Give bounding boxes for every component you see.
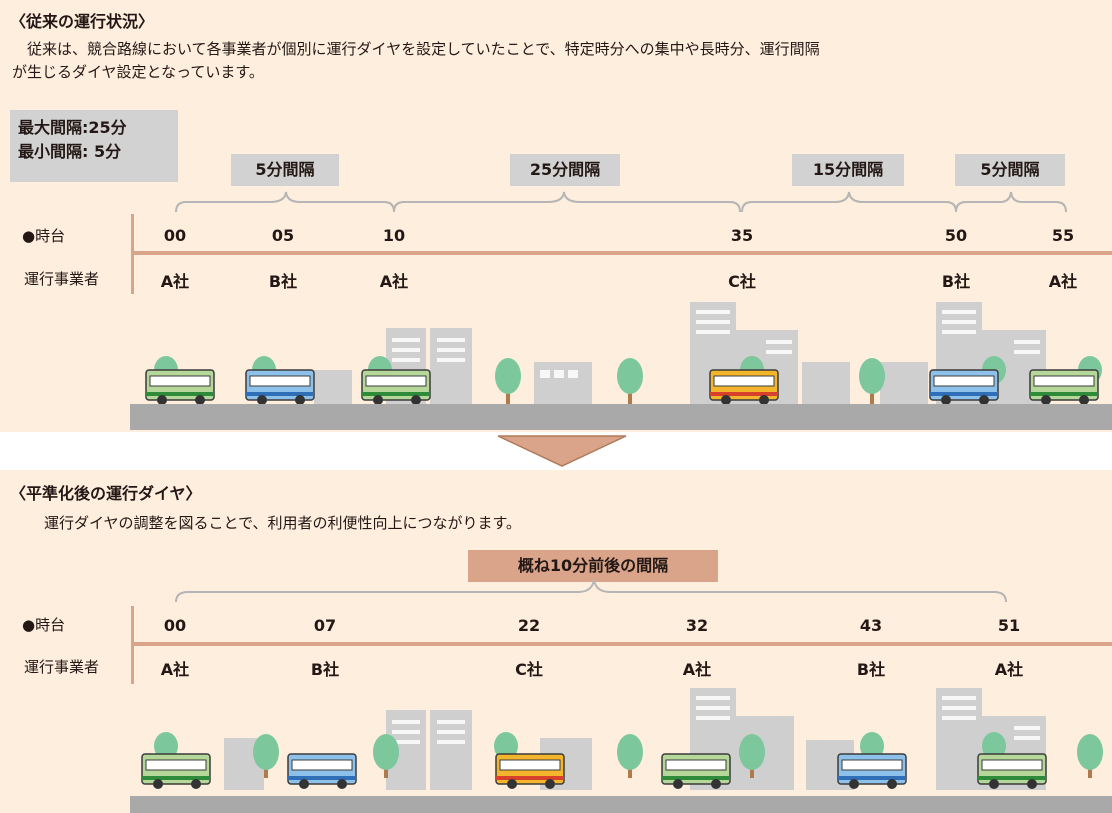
building bbox=[880, 362, 928, 404]
building bbox=[802, 362, 850, 404]
interval-braces bbox=[175, 191, 1067, 213]
departure-time: 43 bbox=[859, 616, 883, 635]
departure-operator: C社 bbox=[728, 272, 756, 291]
interval-tag-uniform: 概ね10分前後の間隔 bbox=[468, 550, 718, 582]
departure-time: 10 bbox=[382, 226, 406, 245]
trees bbox=[154, 732, 1103, 778]
max-interval-text: 最大間隔:25分 bbox=[18, 118, 127, 137]
street-scene-top bbox=[145, 302, 1102, 405]
bus-blue-2 bbox=[929, 369, 999, 405]
brace-interval-1 bbox=[175, 191, 395, 213]
departure-operator: A社 bbox=[160, 272, 190, 291]
brace-interval-2 bbox=[393, 191, 741, 213]
bus-green-1 bbox=[141, 753, 211, 789]
departure-time: 51 bbox=[997, 616, 1021, 635]
departure-operator: A社 bbox=[1048, 272, 1078, 291]
leveled-schedule-title: 〈平準化後の運行ダイヤ〉 bbox=[10, 484, 202, 503]
bus-blue-2 bbox=[837, 753, 907, 789]
departure-time: 35 bbox=[730, 226, 754, 245]
current-schedule-panel: 〈従来の運行状況〉 従来は、競合路線において各事業者が個別に運行ダイヤを設定して… bbox=[0, 0, 1112, 432]
departure-time: 32 bbox=[685, 616, 709, 635]
building bbox=[534, 362, 592, 404]
interval-brace-uniform bbox=[175, 579, 1007, 603]
departure-operator: A社 bbox=[160, 660, 190, 679]
operator-row-label: 運行事業者 bbox=[24, 270, 100, 288]
bus-green-2 bbox=[661, 753, 731, 789]
departure-operator: B社 bbox=[856, 660, 886, 679]
current-schedule-title: 〈従来の運行状況〉 bbox=[10, 12, 155, 31]
bus-green-1 bbox=[145, 369, 215, 405]
timeline-line bbox=[131, 642, 1112, 646]
departure-operator: B社 bbox=[941, 272, 971, 291]
bus-blue-1 bbox=[245, 369, 315, 405]
interval-info-box: 最大間隔:25分 最小間隔: 5分 bbox=[10, 110, 178, 182]
departure-time: 50 bbox=[944, 226, 968, 245]
brace-interval-4 bbox=[955, 191, 1067, 213]
departure-operator: B社 bbox=[310, 660, 340, 679]
bus-blue-1 bbox=[287, 753, 357, 789]
interval-tag-3: 15分間隔 bbox=[792, 154, 904, 186]
building bbox=[314, 370, 352, 404]
down-arrow-icon bbox=[497, 435, 627, 467]
brace-interval-3 bbox=[741, 191, 957, 213]
bus-green-2 bbox=[361, 369, 431, 405]
timeline-line bbox=[131, 251, 1112, 255]
bus-green-3 bbox=[977, 753, 1047, 789]
departure-operator: A社 bbox=[682, 660, 712, 679]
operator-row-label: 運行事業者 bbox=[24, 658, 100, 676]
departure-operator: A社 bbox=[994, 660, 1024, 679]
bus-green-3 bbox=[1029, 369, 1099, 405]
current-schedule-description: 従来は、競合路線において各事業者が個別に運行ダイヤを設定していたことで、特定時分… bbox=[12, 40, 820, 81]
departure-operator: C社 bbox=[515, 660, 543, 679]
building bbox=[936, 688, 982, 790]
street-scene-bottom bbox=[141, 688, 1103, 790]
departure-time: 07 bbox=[313, 616, 337, 635]
departure-time: 00 bbox=[163, 616, 187, 635]
departure-time: 55 bbox=[1051, 226, 1075, 245]
road-top bbox=[130, 404, 1112, 430]
interval-tag-2: 25分間隔 bbox=[510, 154, 620, 186]
departure-operator: A社 bbox=[379, 272, 409, 291]
time-row-label: ●時台 bbox=[22, 227, 66, 245]
departure-operator: B社 bbox=[268, 272, 298, 291]
leveled-schedule-description: 運行ダイヤの調整を図ることで、利用者の利便性向上につながります。 bbox=[44, 514, 522, 532]
bus-yellow-1 bbox=[709, 369, 779, 405]
departure-time: 00 bbox=[163, 226, 187, 245]
bus-yellow-1 bbox=[495, 753, 565, 789]
interval-tag-4: 5分間隔 bbox=[955, 154, 1065, 186]
road-bottom bbox=[130, 796, 1112, 813]
time-row-label: ●時台 bbox=[22, 616, 66, 634]
interval-tag-1: 5分間隔 bbox=[231, 154, 339, 186]
leveled-schedule-panel: 〈平準化後の運行ダイヤ〉 運行ダイヤの調整を図ることで、利用者の利便性向上につな… bbox=[0, 470, 1112, 813]
min-interval-text: 最小間隔: 5分 bbox=[18, 142, 122, 161]
departure-time: 22 bbox=[517, 616, 541, 635]
departure-time: 05 bbox=[271, 226, 295, 245]
